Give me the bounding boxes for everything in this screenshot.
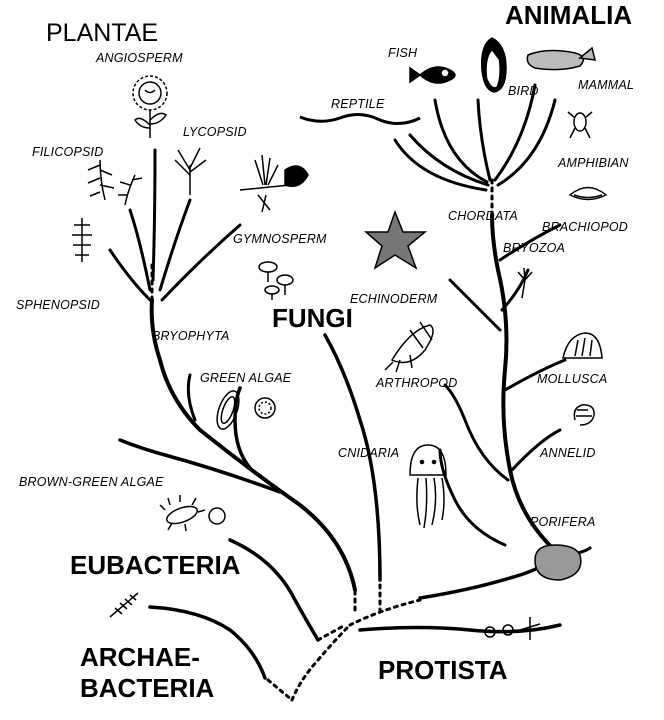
green-algae-icon <box>216 390 276 430</box>
root-branch-left <box>266 678 294 702</box>
echinoderm-branch <box>448 278 502 332</box>
kingdom-fungi-label: FUNGI <box>272 303 353 333</box>
fish-branch <box>433 98 489 184</box>
group-amphibian-label: AMPHIBIAN <box>557 156 629 170</box>
amphibian-branch <box>496 98 557 187</box>
group-brachiopod-label: BRACHIOPOD <box>542 220 628 234</box>
bryophyta-side <box>186 373 197 422</box>
group-mammal-label: MAMMAL <box>578 78 634 92</box>
mollusca-branch <box>503 358 567 392</box>
kingdom-plantae-label: PLANTAE <box>46 19 158 47</box>
fish-icon <box>409 66 456 84</box>
fern-icon <box>87 159 143 206</box>
mushroom-icon <box>258 261 294 300</box>
annelid-branch <box>510 428 562 472</box>
group-bryophyta-label: BRYOPHYTA <box>152 329 230 343</box>
starfish-icon <box>364 209 428 270</box>
kingdom-protista-label: PROTISTA <box>378 655 508 685</box>
filicopsid-branch <box>128 208 152 292</box>
arthropod-branch <box>443 383 510 482</box>
group-chordata-label: CHORDATA <box>448 209 518 223</box>
group-mollusca-label: MOLLUSCA <box>537 372 607 386</box>
root-branch <box>290 623 352 702</box>
brown-green-algae-branch <box>118 438 282 494</box>
protista-microbes-icon <box>484 617 541 640</box>
reptile-branch-2 <box>393 138 488 192</box>
kingdom-animalia-label: ANIMALIA <box>505 0 632 30</box>
kingdom-archaebacteria-label-line2: BACTERIA <box>80 673 215 703</box>
snake-icon <box>299 113 421 125</box>
lycopsid-plant-icon <box>174 147 207 195</box>
tree-branches <box>108 83 592 702</box>
lycopsid-branch <box>158 198 192 292</box>
group-filicopsid-label: FILICOPSID <box>32 145 103 159</box>
jellyfish-icon <box>409 444 447 529</box>
sunflower-icon <box>132 75 168 138</box>
bryozoa-branch <box>500 268 530 312</box>
protista-dots <box>348 598 422 627</box>
group-echinoderm-label: ECHINODERM <box>350 292 438 306</box>
group-green-algae-label: GREEN ALGAE <box>200 371 292 385</box>
kingdom-archaebacteria-label-line1: ARCHAE- <box>80 642 200 672</box>
cnidaria-branch <box>438 448 507 547</box>
group-bird-label: BIRD <box>508 84 539 98</box>
group-reptile-label: REPTILE <box>331 97 385 111</box>
group-lycopsid-label: LYCOPSID <box>183 125 247 139</box>
penguin-icon <box>480 37 507 93</box>
group-porifera-label: PORIFERA <box>530 515 596 529</box>
mammal-branch <box>493 83 537 182</box>
sponge-icon <box>534 544 582 581</box>
gymnosperm-branch <box>160 223 242 302</box>
brachiopod-shell-icon <box>568 186 608 201</box>
frog-icon <box>567 111 593 139</box>
whale-icon <box>526 46 596 71</box>
kingdom-eubacteria-label: EUBACTERIA <box>70 550 241 580</box>
bird-branch <box>476 98 492 182</box>
eubacteria-branch <box>228 538 320 642</box>
group-sphenopsid-label: SPHENOPSID <box>16 298 100 312</box>
archaebacteria-branch <box>148 605 267 680</box>
group-annelid-label: ANNELID <box>539 446 596 460</box>
eubacteria-dots <box>316 623 347 642</box>
protista-branch <box>358 623 562 634</box>
horsetail-icon <box>72 218 92 262</box>
clam-icon <box>562 332 603 359</box>
fungi-branch <box>323 333 382 582</box>
bacteria-icon <box>159 495 226 532</box>
green-algae-branch <box>233 386 252 470</box>
group-fish-label: FISH <box>388 46 418 60</box>
bryozoa-icon <box>517 267 533 299</box>
worm-icon <box>573 404 595 426</box>
group-cnidaria-label: CNIDARIA <box>338 446 399 460</box>
angiosperm-branch <box>151 148 157 282</box>
gymnosperm-icon <box>239 154 309 213</box>
animalia-trunk <box>490 213 562 557</box>
sphenopsid-branch <box>108 248 152 302</box>
plantae-trunk <box>149 298 357 592</box>
group-bryozoa-label: BRYOZOA <box>503 241 565 255</box>
organism-illustrations <box>72 37 608 640</box>
insect-icon <box>384 321 434 373</box>
group-angiosperm-label: ANGIOSPERM <box>95 51 183 65</box>
archaebacteria-icon <box>109 592 139 618</box>
group-gymnosperm-label: GYMNOSPERM <box>233 232 327 246</box>
group-brown-green-algae-label: BROWN-GREEN ALGAE <box>19 475 164 489</box>
brachiopod-branch <box>498 223 562 262</box>
group-arthropod-label: ARTHROPOD <box>375 376 457 390</box>
reptile-branch <box>408 133 490 187</box>
